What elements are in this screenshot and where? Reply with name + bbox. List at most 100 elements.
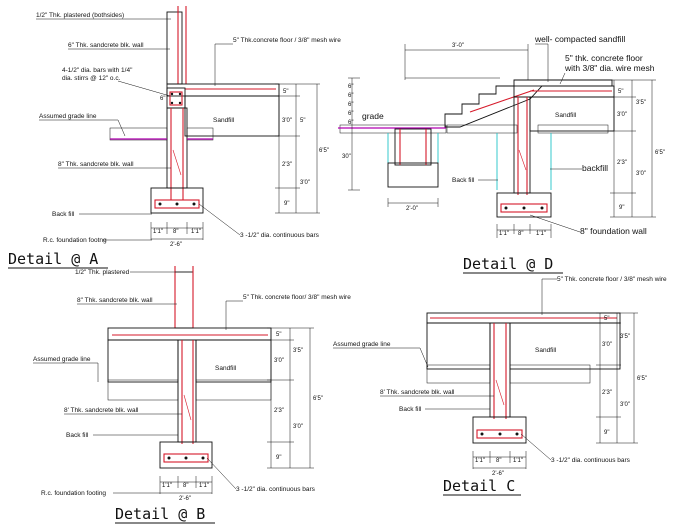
detail-c-bars-cont-label: 3 -1/2" dia. continuous bars: [551, 457, 631, 464]
detail-d-pad-dim: 2'-0": [406, 206, 418, 212]
detail-a-sandfill: [184, 95, 280, 137]
detail-d-compacted-label: well- compacted sandfill: [534, 34, 625, 44]
detail-d-v35: 3'5": [636, 100, 646, 106]
detail-d-backfill-r-label: backfill: [582, 163, 608, 173]
detail-b-v65: 6'5": [313, 396, 323, 402]
detail-d-v5: 5": [618, 89, 623, 95]
detail-d-step-2: 6": [348, 93, 353, 99]
detail-c-v35: 3'5": [620, 334, 630, 340]
detail-c-dim-total: 2'-6": [492, 471, 504, 477]
detail-b-title: Detail @ B: [115, 505, 205, 523]
detail-a-v3: 3'0": [282, 118, 292, 124]
detail-a: Sandfill 1'1" 8" 1'1" 2'-6" 5" 3'0" 5": [8, 6, 341, 269]
detail-c-dim-2: 8": [496, 458, 501, 464]
detail-c-dim-3: 1'1": [513, 458, 523, 464]
detail-b-footing-label: R.c. foundation footing: [41, 490, 106, 497]
detail-b-plaster-label: 1/2" Thk. plastered: [75, 269, 130, 276]
detail-d-dim-3: 1'1": [536, 231, 546, 237]
detail-a-footing: [150, 187, 204, 214]
detail-a-lower-wall: [166, 107, 188, 189]
detail-a-grade-label: Assumed grade line: [39, 113, 97, 120]
detail-b-wall-top-label: 8" Thk. sandcrete blk. wall: [77, 297, 153, 304]
detail-b-v30b: 3'0": [293, 424, 303, 430]
detail-a-wall-top-label: 6" Thk. sandcrete blk. wall: [68, 42, 144, 49]
detail-c-footing: [472, 416, 527, 444]
detail-d-top-dim: 3'-0": [452, 43, 464, 49]
detail-d-step-4: 6": [348, 111, 353, 117]
detail-b-v30: 3'0": [274, 358, 284, 364]
detail-a-v5b: 5": [300, 118, 305, 124]
detail-b-grade-label: Assumed grade line: [33, 356, 91, 363]
detail-c-lower-wall: [489, 322, 511, 418]
detail-a-dim-2: 8": [173, 229, 178, 235]
detail-a-bars-label-2: dia. stirrs @ 12" o.c.: [62, 75, 121, 82]
detail-c-v5: 5": [604, 316, 609, 322]
detail-c-v23: 2'3": [602, 390, 612, 396]
detail-d-footing: [496, 192, 552, 218]
detail-a-upper-wall: [166, 11, 183, 85]
detail-a-v5a: 5": [283, 89, 288, 95]
detail-b-sandfill-right: [195, 339, 272, 383]
detail-d-step-5: 6": [348, 120, 353, 126]
detail-d-foundation-wall: [513, 96, 531, 194]
detail-d-v9: 9": [619, 205, 624, 211]
detail-b-wall-mid-label: 8' Thk. sandcrete blk. wall: [64, 407, 139, 414]
detail-a-bars-cont-label: 3 -1/2" dia. continuous bars: [240, 232, 320, 239]
detail-b-dim-1: 1'1": [162, 483, 172, 489]
detail-a-dim-3: 1'1": [191, 229, 201, 235]
detail-c-wall-mid-label: 8' Thk. sandcrete blk. wall: [380, 389, 455, 396]
detail-d-dim-1: 1'1": [499, 231, 509, 237]
detail-d-sandfill-label: Sandfill: [555, 112, 577, 119]
detail-c-backfill-label: Back fill: [399, 406, 422, 413]
detail-c: Sandfill 1'1" 8" 1'1" 2'-6" 5" 3'0" 3'5"…: [333, 276, 667, 496]
detail-c-v30: 3'0": [602, 342, 612, 348]
detail-a-v9: 9": [284, 201, 289, 207]
detail-d-backfill-l-label: Back fill: [452, 177, 475, 184]
detail-a-plaster-label: 1/2" Thk. plastered (bothsides): [36, 12, 124, 19]
detail-a-v30: 3'0": [300, 180, 310, 186]
detail-d-v3: 3'0": [617, 112, 627, 118]
detail-b-sandfill-label: Sandfill: [215, 365, 237, 372]
detail-b-upper-wall: [174, 271, 194, 329]
detail-b-v5: 5": [276, 332, 281, 338]
detail-b-v9: 9": [276, 455, 281, 461]
detail-d-step-1: 6": [348, 84, 353, 90]
detail-d-step-pier: [394, 128, 432, 166]
detail-d-step-pad: [387, 162, 439, 188]
detail-c-floor-label: 5" Thk. concrete floor / 3/8" mesh wire: [557, 276, 667, 283]
detail-a-title: Detail @ A: [8, 250, 98, 268]
detail-b-footing: [159, 441, 213, 469]
detail-c-v65: 6'5": [637, 376, 647, 382]
detail-b-backfill-label: Back fill: [66, 432, 89, 439]
detail-b-dim-total: 2'-6": [179, 496, 191, 502]
detail-a-dim-1: 1'1": [153, 229, 163, 235]
detail-d-steps: [444, 79, 613, 128]
detail-c-grade-label: Assumed grade line: [333, 341, 391, 348]
detail-d-foundation-wall-label: 8" foundation wall: [580, 226, 647, 236]
detail-d-step-3: 6": [348, 102, 353, 108]
detail-d-v30: 3'0": [636, 171, 646, 177]
detail-d: Sandfill 3'-0" 6" 6" 6" 6" 6" 30": [338, 34, 665, 274]
detail-b-v35: 3'5": [293, 348, 303, 354]
detail-a-bars-label-1: 4-1/2" dia. bars with 1/4": [62, 67, 133, 74]
detail-d-v23: 2'3": [617, 160, 627, 166]
detail-c-sandfill-left: [426, 322, 491, 370]
detail-b-dim-3: 1'1": [199, 483, 209, 489]
detail-a-v6: 6": [160, 96, 165, 102]
detail-b-v23: 2'3": [274, 408, 284, 414]
detail-b-sandfill-left: [107, 339, 179, 383]
detail-b-bars-cont-label: 3 -1/2" dia. continuous bars: [236, 486, 316, 493]
detail-d-grade-label: grade: [362, 111, 384, 121]
detail-a-dim-total: 2'-6": [170, 242, 182, 248]
detail-a-footing-label: R.c. foundation footng: [43, 237, 107, 244]
detail-c-v9: 9": [604, 430, 609, 436]
detail-a-floor-slab: [166, 83, 280, 97]
detail-b-floor-slab: [107, 327, 272, 341]
detail-d-dim-2: 8": [518, 231, 523, 237]
detail-c-title: Detail C: [443, 477, 515, 495]
detail-a-wall-mid-label: 8" Thk. sandcrete blk. wall: [58, 161, 134, 168]
detail-d-v30l: 30": [342, 154, 351, 160]
detail-a-sandfill-label: Sandfill: [213, 117, 235, 124]
detail-d-floor-label-1: 5" thk. concrete floor: [565, 53, 643, 63]
